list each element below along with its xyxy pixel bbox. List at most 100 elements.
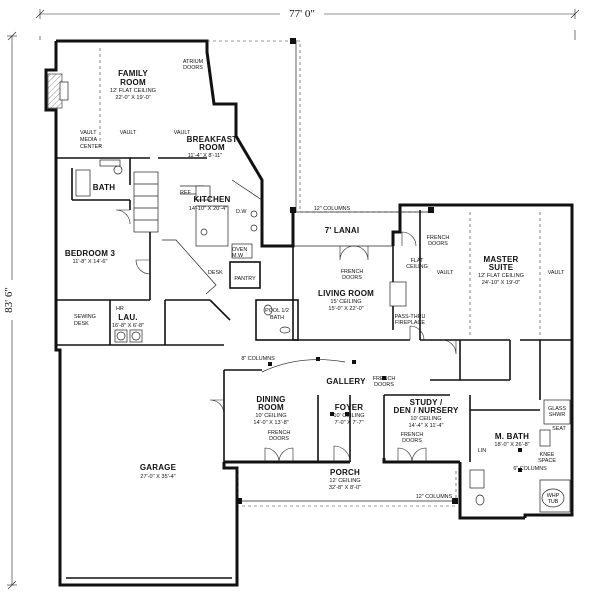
note-fd-dining-1: FRENCH	[268, 430, 291, 436]
note-fd-dining-2: DOORS	[269, 436, 289, 442]
kitchen-size: 14'-10" X 20'-4"	[189, 206, 227, 212]
porch-size: 32'-8" X 8'-0"	[329, 485, 361, 491]
living-ceiling: 15' CEILING	[330, 299, 361, 305]
note-media-3: CENTER	[80, 144, 102, 150]
breakfast-name-2: ROOM	[199, 143, 225, 152]
living-size: 15'-0" X 22'-0"	[328, 306, 363, 312]
note-vault-breakfast: VAULT	[174, 130, 191, 136]
master-name-1: MASTER	[484, 255, 519, 264]
pantry-name: PANTRY	[234, 276, 256, 282]
note-hr: HR	[116, 306, 124, 312]
dining-name-2: ROOM	[258, 403, 284, 412]
master-bath-name: M. BATH	[495, 432, 529, 441]
note-fd-study-1: FRENCH	[401, 432, 424, 438]
family-name-1: FAMILY	[118, 69, 148, 78]
room-pool-bath: POOL 1/2 BATH	[265, 308, 289, 321]
note-fd-living-1: FRENCH	[341, 269, 364, 275]
fixtures	[47, 48, 571, 513]
note-atrium-2: DOORS	[183, 65, 203, 71]
laundry-size: 16'-8" X 6'-8"	[112, 323, 144, 329]
note-columns-mbath: 6" COLUMNS	[513, 466, 547, 472]
note-columns-gallery: 8" COLUMNS	[241, 356, 275, 362]
note-oven-1: OVEN	[232, 247, 247, 253]
foyer-name: FOYER	[335, 403, 364, 412]
note-vault-family: VAULT	[120, 130, 137, 136]
room-bath: BATH	[93, 183, 115, 192]
dimension-left: 83' 6"	[3, 31, 20, 590]
note-ref: REF	[180, 190, 191, 196]
room-master: MASTER SUITE 12' FLAT CEILING 24'-10" X …	[478, 255, 524, 286]
family-ceiling: 12' FLAT CEILING	[110, 88, 156, 94]
bath-name: BATH	[93, 183, 115, 192]
pool-bath-name-2: BATH	[270, 315, 284, 321]
note-fd-gallery-2: DOORS	[374, 382, 394, 388]
note-pass-2: FIREPLACE	[395, 320, 425, 326]
notes: ATRIUM DOORS VAULT VAULT VAULT MEDIA CEN…	[74, 59, 567, 505]
pool-bath-name-1: POOL 1/2	[265, 308, 289, 314]
note-whp-2: TUB	[548, 499, 559, 505]
room-foyer: FOYER 10' CEILING 7'-0" X 7'-7"	[333, 403, 364, 426]
room-family: FAMILY ROOM 12' FLAT CEILING 22'-0" X 19…	[110, 69, 156, 101]
note-fd-master-2: DOORS	[428, 241, 448, 247]
dining-size: 14'-0" X 13'-8"	[253, 420, 288, 426]
room-garage: GARAGE 27'-0" X 35'-4"	[140, 463, 177, 480]
family-size: 22'-0" X 19'-0"	[115, 95, 150, 101]
lanai-outline	[207, 38, 434, 247]
bedroom3-name: BEDROOM 3	[65, 249, 116, 258]
note-lin: LIN	[478, 448, 486, 454]
note-media-1: VAULT	[80, 130, 97, 136]
overall-width: 77' 0"	[289, 8, 315, 20]
note-fd-master-1: FRENCH	[427, 235, 450, 241]
gallery-name: GALLERY	[326, 377, 366, 386]
lanai-name: 7' LANAI	[325, 226, 360, 235]
note-fd-gallery-1: FRENCH	[373, 376, 396, 382]
note-dw: D.W	[236, 209, 247, 215]
note-whp-1: WHP	[547, 493, 560, 499]
doors	[115, 209, 457, 463]
room-kitchen: KITCHEN 14'-10" X 20'-4"	[189, 195, 231, 212]
note-media-2: MEDIA	[80, 137, 97, 143]
note-sewing-1: SEWING	[74, 314, 96, 320]
master-name-2: SUITE	[489, 263, 514, 272]
porch-name: PORCH	[330, 468, 360, 477]
note-fd-study-2: DOORS	[402, 438, 422, 444]
room-master-bath: M. BATH 18'-0" X 26'-8"	[494, 432, 529, 448]
foyer-size: 7'-0" X 7'-7"	[334, 420, 363, 426]
porch-ceiling: 12' CEILING	[329, 478, 360, 484]
porch-outline	[236, 468, 458, 507]
room-living: LIVING ROOM 15' CEILING 15'-0" X 22'-0"	[318, 289, 374, 312]
foyer-ceiling: 10' CEILING	[333, 413, 364, 419]
room-porch: PORCH 12' CEILING 32'-8" X 8'-0"	[329, 468, 361, 491]
study-name-1: STUDY /	[410, 398, 443, 407]
study-size: 14'-4" X 11'-4"	[409, 423, 444, 429]
room-lanai: 7' LANAI	[325, 226, 360, 235]
note-knee-1: KNEE	[540, 452, 555, 458]
family-name-2: ROOM	[120, 78, 146, 87]
study-ceiling: 10' CEILING	[410, 416, 441, 422]
room-study: STUDY / DEN / NURSERY 10' CEILING 14'-4"…	[394, 398, 459, 429]
note-vault-master-l: VAULT	[437, 270, 454, 276]
room-dining: DINING ROOM 10' CEILING 14'-0" X 13'-8"	[253, 395, 288, 426]
dining-ceiling: 10' CEILING	[255, 413, 286, 419]
dining-name-1: DINING	[256, 395, 285, 404]
note-flat-2: CEILING	[406, 264, 428, 270]
room-pantry: PANTRY	[234, 276, 256, 282]
breakfast-name-1: BREAKFAST	[187, 135, 238, 144]
study-name-2: DEN / NURSERY	[394, 406, 459, 415]
note-glass-2: SHWR	[549, 412, 566, 418]
dimension-top: 77' 0"	[35, 6, 580, 20]
master-size: 24'-10" X 19'-0"	[482, 280, 520, 286]
note-flat-1: FLAT	[411, 258, 424, 264]
kitchen-name: KITCHEN	[194, 195, 231, 204]
garage-name: GARAGE	[140, 463, 177, 472]
note-seat: SEAT	[552, 426, 566, 432]
note-sewing-2: DESK	[74, 321, 89, 327]
note-columns-lanai: 12" COLUMNS	[314, 206, 351, 212]
garage-size: 27'-0" X 35'-4"	[140, 474, 175, 480]
bedroom3-size: 11'-8" X 14'-6"	[73, 259, 108, 265]
note-glass-1: GLASS	[548, 406, 566, 412]
note-knee-2: SPACE	[538, 458, 556, 464]
master-bath-size: 18'-0" X 26'-8"	[494, 442, 529, 448]
note-desk: DESK	[208, 270, 223, 276]
